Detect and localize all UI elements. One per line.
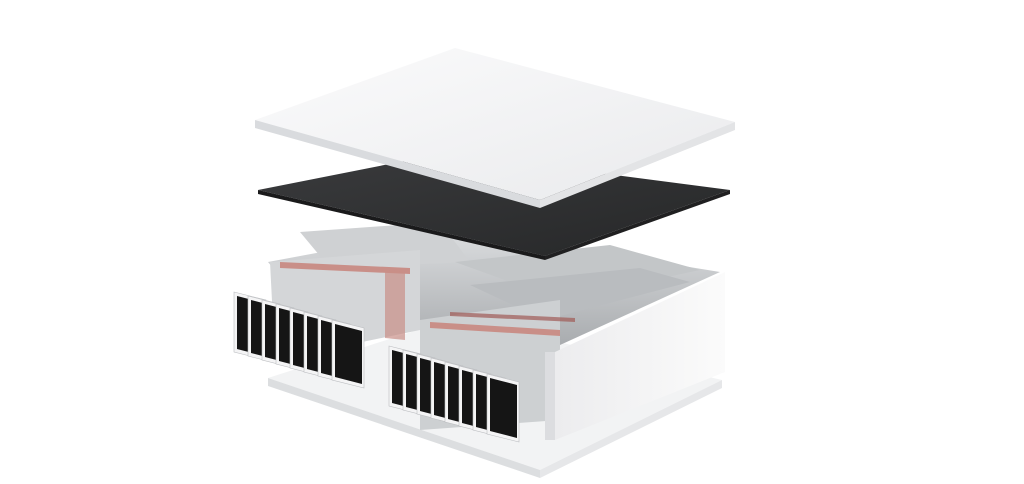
housing-wall: [545, 272, 725, 440]
cell-plate-face: [490, 378, 517, 438]
top-cover-plate: [255, 48, 735, 208]
cell-plates-left: [233, 291, 365, 389]
cell-plates-right: [388, 345, 520, 443]
cell-plate-face: [335, 324, 362, 384]
